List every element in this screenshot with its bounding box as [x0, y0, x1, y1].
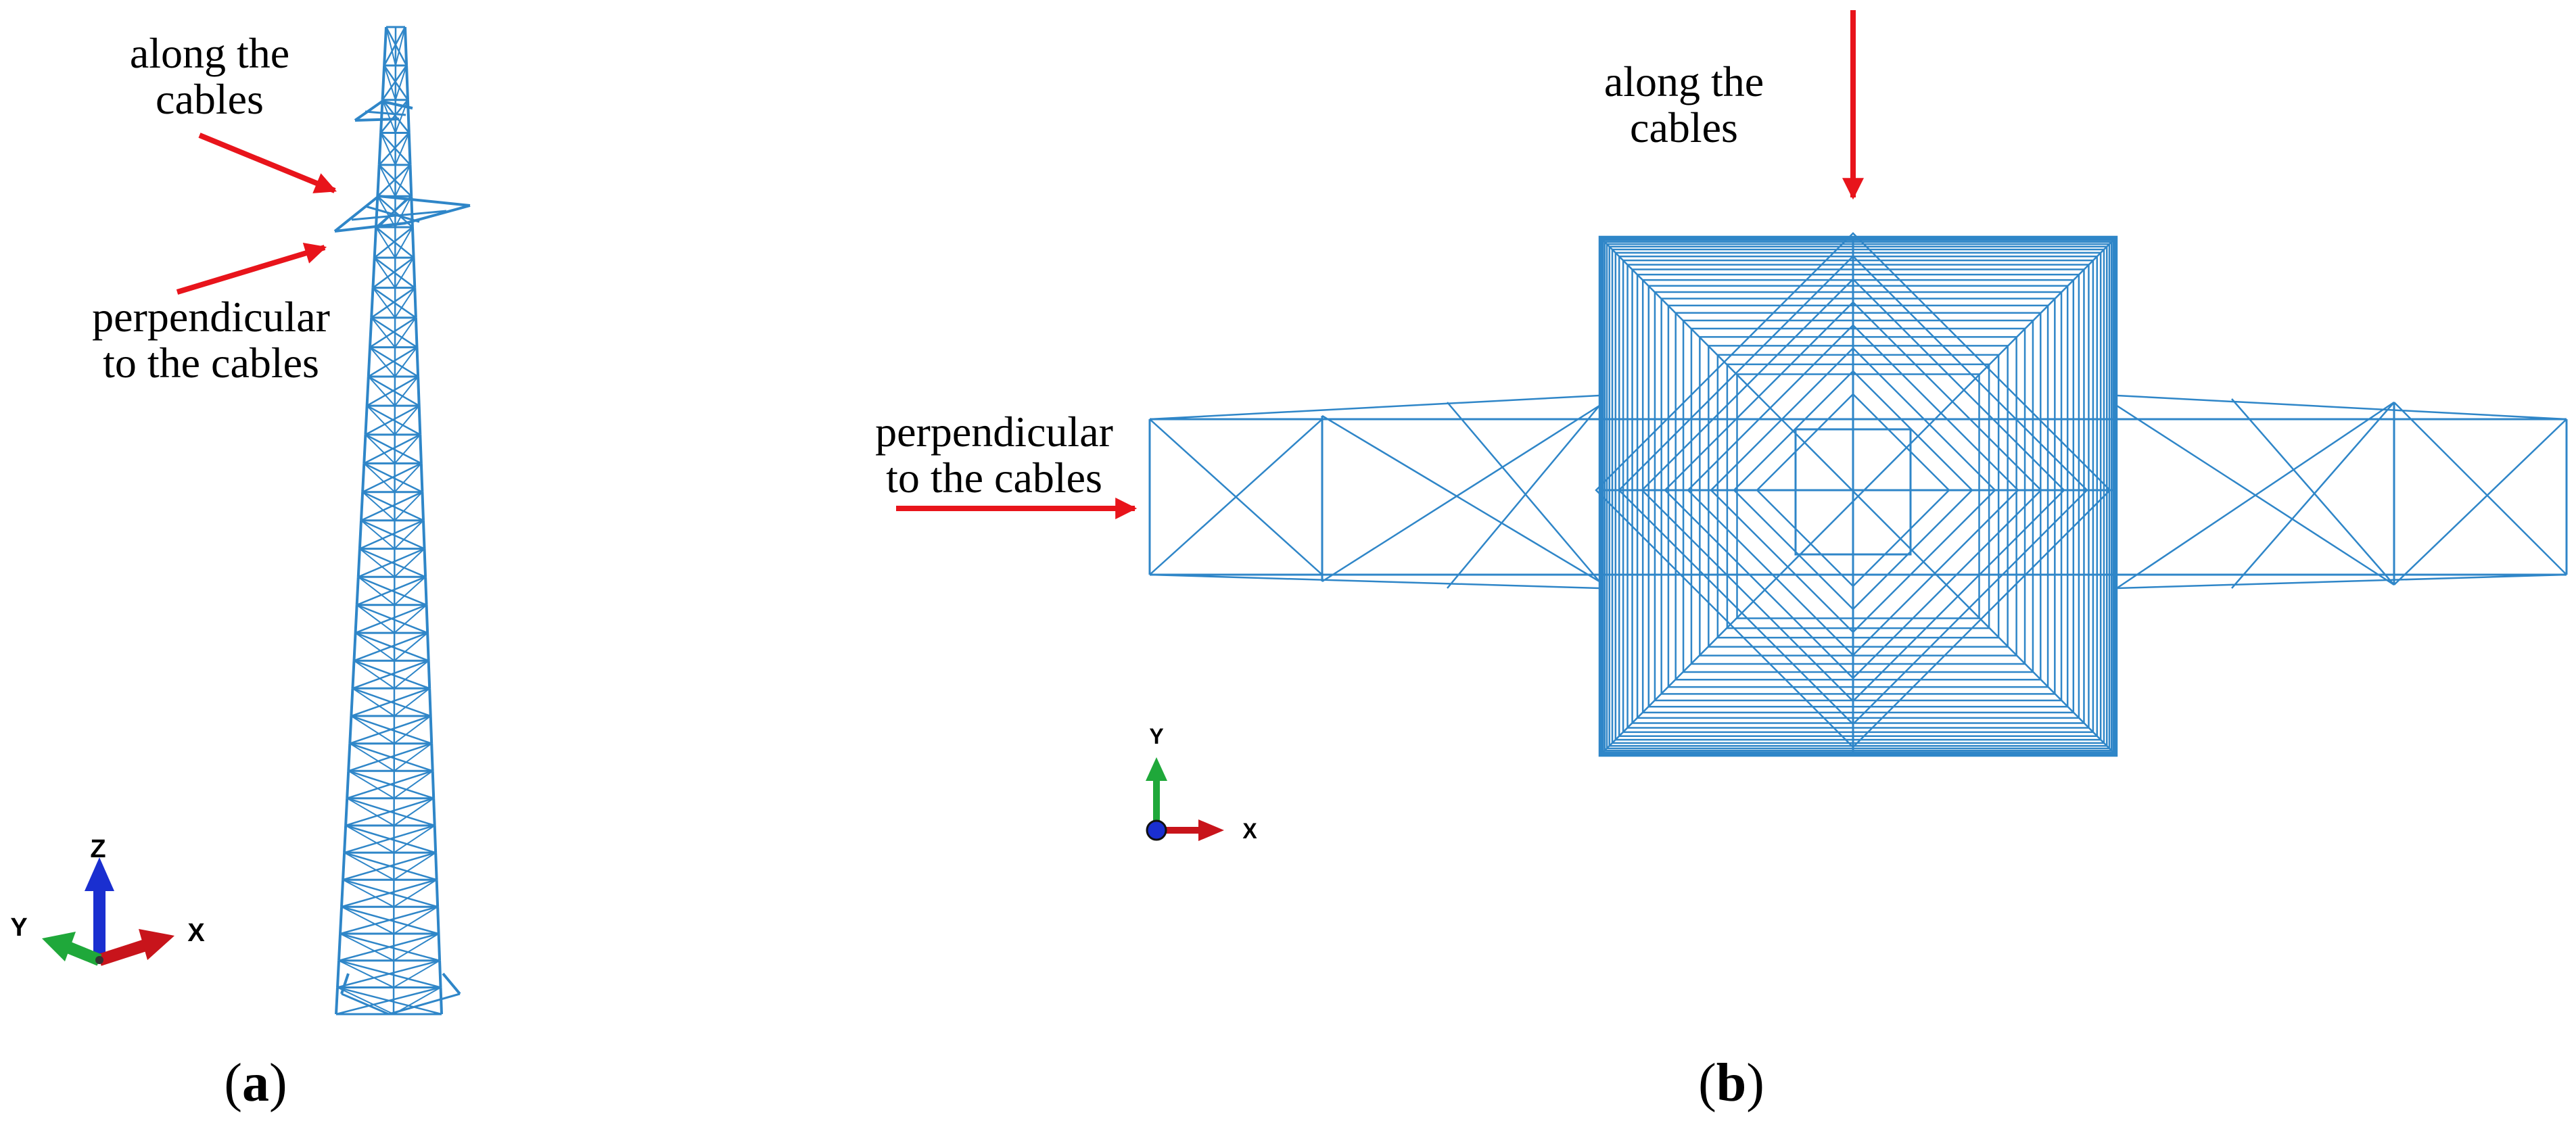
caption-a-letter: a [242, 1053, 269, 1113]
axis-x-label: X [1242, 819, 1257, 843]
axis-triad-b: Y X [1146, 724, 1257, 843]
axis-triad-a: Z Y X [10, 835, 205, 966]
caption-a-open: ( [224, 1053, 242, 1113]
caption-a: (a) [224, 1053, 287, 1113]
label-along-line1: along the [130, 29, 289, 77]
caption-b-open: ( [1698, 1053, 1716, 1113]
axis-z-label: Z [90, 835, 106, 863]
caption-b-letter: b [1716, 1053, 1747, 1113]
arrow-along-cables-a [198, 133, 337, 193]
panel-b: along the cables perpendicular to the ca… [875, 10, 2568, 1113]
axis-x-head [139, 929, 174, 960]
axis-x-label: X [187, 919, 205, 947]
label-perp-line1: perpendicular [92, 293, 330, 341]
axis-x-arrow [97, 939, 147, 966]
transmission-tower-3d-view [333, 26, 471, 1016]
axis-y-head [1146, 757, 1167, 781]
label-along-line2: cables [1630, 103, 1738, 151]
label-along-line2: cables [156, 75, 264, 123]
axis-y-label: Y [1149, 724, 1163, 748]
axis-z-dot [1146, 819, 1167, 841]
label-along-cables-a: along the cables [130, 29, 289, 123]
panel-a: along the cables perpendicular to the ca… [10, 26, 471, 1113]
label-perpendicular-b: perpendicular to the cables [875, 408, 1113, 502]
axis-y-arrow [64, 940, 102, 966]
label-perp-line2: to the cables [886, 454, 1102, 502]
axis-y-head [42, 932, 76, 961]
axis-x-head [1198, 819, 1224, 841]
label-perp-line2: to the cables [103, 339, 319, 387]
arrow-perpendicular-a [176, 243, 327, 295]
caption-b-close: ) [1746, 1053, 1764, 1113]
axis-y-label: Y [10, 913, 27, 942]
label-along-cables-b: along the cables [1604, 57, 1764, 151]
caption-a-close: ) [269, 1053, 287, 1113]
axis-z-head [85, 857, 114, 891]
label-along-line1: along the [1604, 57, 1764, 105]
label-perp-line1: perpendicular [875, 408, 1113, 456]
label-perpendicular-a: perpendicular to the cables [92, 293, 330, 387]
caption-b: (b) [1698, 1053, 1764, 1113]
transmission-tower-top-view [1148, 232, 2568, 757]
